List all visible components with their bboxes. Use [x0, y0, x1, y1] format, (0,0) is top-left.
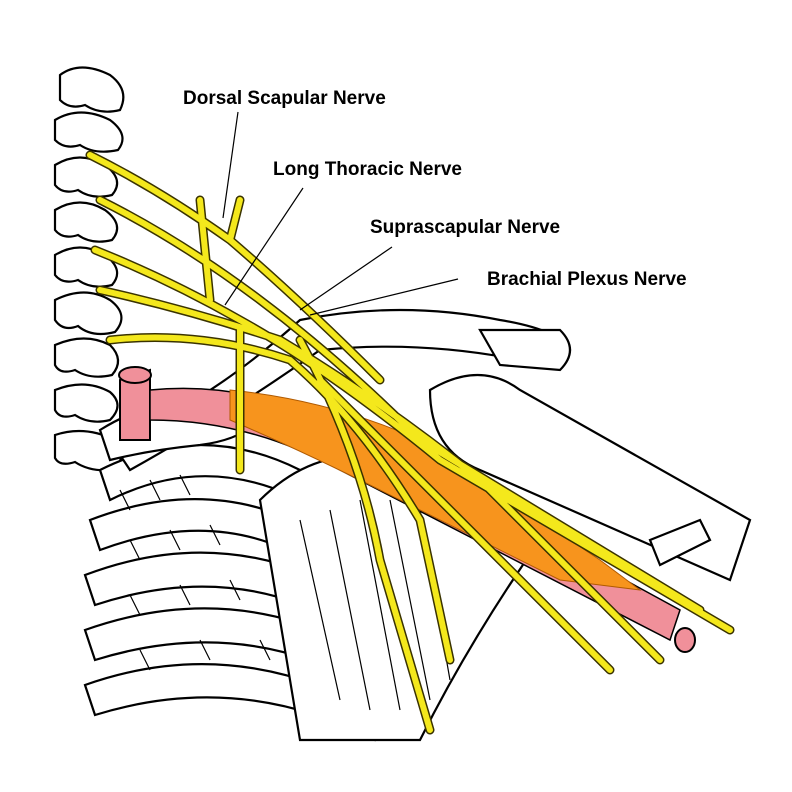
subclavian-artery — [118, 366, 696, 653]
label-long-thoracic-nerve: Long Thoracic Nerve — [273, 159, 462, 180]
nerves — [85, 150, 735, 735]
label-dorsal-scapular-nerve: Dorsal Scapular Nerve — [183, 88, 386, 109]
cervical-spine — [53, 66, 125, 472]
leader-lines — [222, 111, 459, 316]
humerus — [428, 374, 752, 582]
label-brachial-plexus-nerve: Brachial Plexus Nerve — [487, 269, 687, 290]
label-suprascapular-nerve: Suprascapular Nerve — [370, 217, 560, 238]
